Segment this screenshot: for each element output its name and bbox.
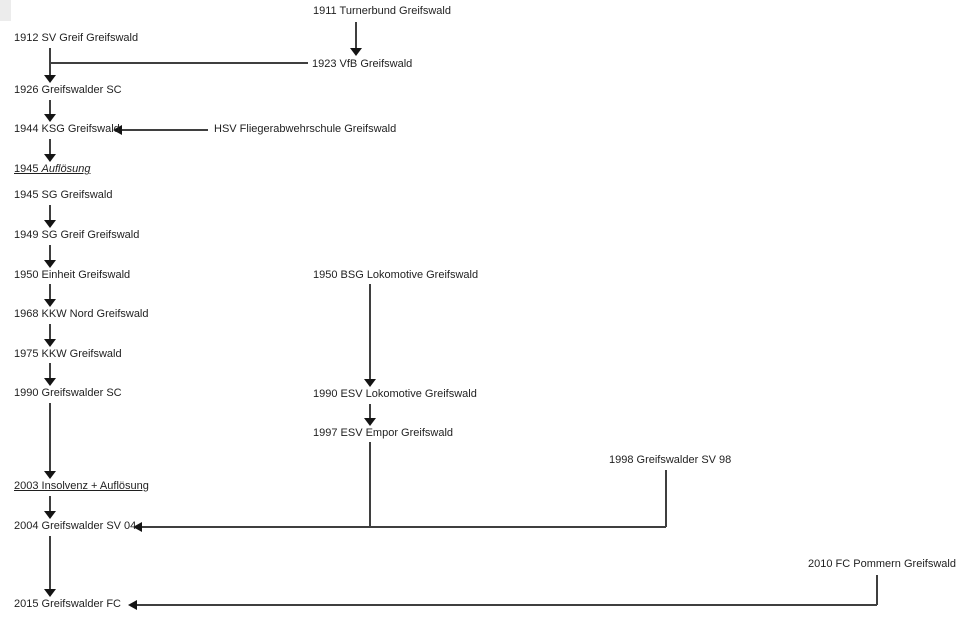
node-esv-lokomotive-1990: 1990 ESV Lokomotive Greifswald	[313, 388, 477, 400]
node-sg-greif-1949: 1949 SG Greif Greifswald	[14, 229, 140, 241]
node-insolvenz-2003: 2003 Insolvenz + Auflösung	[14, 480, 149, 492]
edge-sg-1945-to-sg-greif-1949-segment	[49, 205, 51, 221]
edge-kkw-nord-1968-to-kkw-1975-arrowhead	[44, 339, 56, 347]
node-gsc-1926: 1926 Greifswalder SC	[14, 84, 122, 96]
edge-insolvenz-2003-to-gsv04-2004-segment	[49, 496, 51, 512]
edge-sv98-1998-to-gsv04-2004-segment	[141, 526, 666, 528]
edge-hsv-to-ksg-1944-arrowhead	[113, 125, 122, 135]
corner-artifact	[0, 0, 11, 21]
node-kkw-nord-1968: 1968 KKW Nord Greifswald	[14, 308, 149, 320]
node-esv-empor-1997: 1997 ESV Empor Greifswald	[313, 427, 454, 439]
edge-gsv04-2004-to-gfc-2015-arrowhead	[44, 589, 56, 597]
node-sg-1945: 1945 SG Greifswald	[14, 189, 113, 201]
node-kkw-1975: 1975 KKW Greifswald	[14, 348, 122, 360]
edge-einheit-1950-to-kkw-nord-1968-arrowhead	[44, 299, 56, 307]
edge-bsg-1950-to-esv-lokomotive-1990-segment	[369, 284, 371, 380]
edge-sg-greif-1949-to-einheit-1950-arrowhead	[44, 260, 56, 268]
node-aufloesung-1945: 1945 Auflösung	[14, 162, 90, 177]
node-bsg-lokomotive-1950: 1950 BSG Lokomotive Greifswald	[313, 269, 479, 281]
edge-pommern-2010-to-gfc-2015-segment	[136, 604, 877, 606]
edge-insolvenz-2003-to-gsv04-2004-arrowhead	[44, 511, 56, 519]
edge-kkw-1975-to-gsc-1990-arrowhead	[44, 378, 56, 386]
edge-gsv04-2004-to-gfc-2015-segment	[49, 536, 51, 590]
node-einheit-1950: 1950 Einheit Greifswald	[14, 269, 131, 281]
edge-esv-lokomotive-to-esv-empor-1997-segment	[369, 404, 371, 419]
edge-hsv-to-ksg-1944-segment	[121, 129, 208, 131]
node-pommern-2010: 2010 FC Pommern Greifswald	[808, 558, 956, 570]
edge-turnerbund-1911-to-vfb-1923-arrowhead	[350, 48, 362, 56]
edge-pommern-2010-to-gfc-2015-arrowhead	[128, 600, 137, 610]
node-vfb-1923: 1923 VfB Greifswald	[312, 58, 413, 70]
edge-sg-1945-to-sg-greif-1949-arrowhead	[44, 220, 56, 228]
node-aufloesung-1945-label-part: Auflösung	[41, 163, 91, 175]
edge-esv-lokomotive-to-esv-empor-1997-arrowhead	[364, 418, 376, 426]
node-aufloesung-1945-label-part: 1945	[14, 163, 42, 175]
edge-gsc-1990-to-insolvenz-2003-arrowhead	[44, 471, 56, 479]
edge-ksg-1944-to-aufloesung-1945-segment	[49, 139, 51, 155]
node-hsv-fliegerabwehrschule: HSV Fliegerabwehrschule Greifswald	[214, 123, 397, 135]
edge-bsg-1950-to-esv-lokomotive-1990-arrowhead	[364, 379, 376, 387]
edge-esv-empor-1997-merge-line-segment	[369, 442, 371, 528]
node-ksg-1944: 1944 KSG Greifswald	[14, 123, 120, 135]
node-gfc-2015: 2015 Greifswalder FC	[14, 598, 121, 610]
edge-gsc-1990-to-insolvenz-2003-segment	[49, 403, 51, 472]
node-sv98-1998: 1998 Greifswalder SV 98	[609, 454, 732, 466]
edge-vfb-1923-merge-line-segment	[50, 62, 308, 64]
node-sv-greif-1912: 1912 SV Greif Greifswald	[14, 32, 139, 44]
edge-turnerbund-1911-to-vfb-1923-segment	[355, 22, 357, 49]
edge-kkw-nord-1968-to-kkw-1975-segment	[49, 324, 51, 340]
edge-ksg-1944-to-aufloesung-1945-arrowhead	[44, 154, 56, 162]
edge-sg-greif-1949-to-einheit-1950-segment	[49, 245, 51, 261]
edge-pommern-2010-to-gfc-2015-segment	[876, 575, 878, 605]
edge-gsc-1926-to-ksg-1944-arrowhead	[44, 114, 56, 122]
edge-sv98-1998-to-gsv04-2004-arrowhead	[133, 522, 142, 532]
edge-kkw-1975-to-gsc-1990-segment	[49, 363, 51, 379]
edge-einheit-1950-to-kkw-nord-1968-segment	[49, 284, 51, 300]
node-gsv04-2004: 2004 Greifswalder SV 04	[14, 520, 137, 532]
edge-sv98-1998-to-gsv04-2004-segment	[665, 470, 667, 527]
edge-gsc-1926-to-ksg-1944-segment	[49, 100, 51, 115]
node-turnerbund-1911: 1911 Turnerbund Greifswald	[313, 5, 451, 17]
node-gsc-1990: 1990 Greifswalder SC	[14, 387, 122, 399]
edge-sv-greif-1912-to-gsc-1926-arrowhead	[44, 75, 56, 83]
